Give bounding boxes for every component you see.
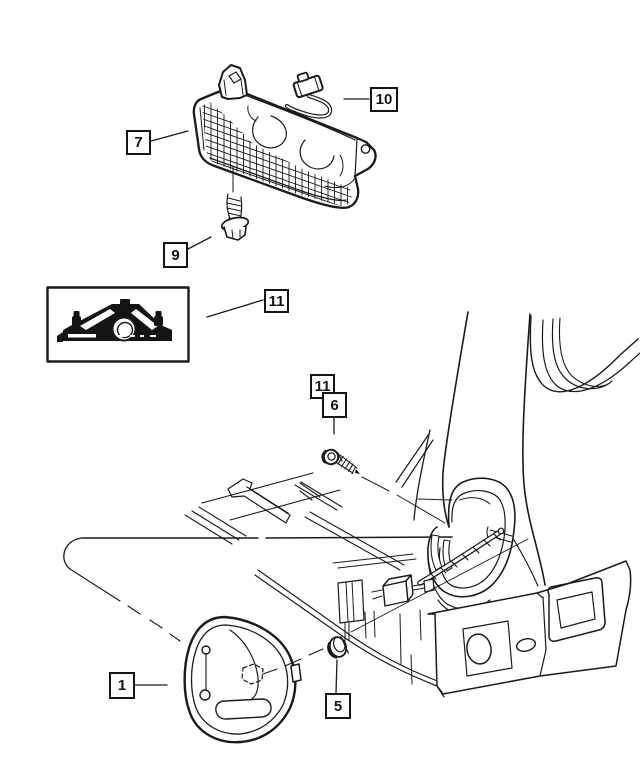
callout-10[interactable]: 10: [370, 87, 398, 112]
wire-connector-art: [292, 71, 324, 99]
callout-5-label: 5: [333, 697, 343, 715]
callout-1[interactable]: 1: [109, 672, 135, 699]
callout-11-bracket-label: 11: [268, 292, 285, 310]
callout-6[interactable]: 6: [322, 392, 347, 418]
lamp-wire-art: [284, 93, 333, 119]
lamp-bracket-tab: [218, 64, 248, 100]
callout-1-label: 1: [117, 677, 127, 694]
lamp-screw-art: [220, 165, 250, 241]
callout-11-bracket[interactable]: 11: [264, 289, 289, 313]
license-bracket-box-art: [46, 286, 190, 363]
leader-lines: [134, 98, 370, 694]
vehicle-body-art: [63, 311, 640, 698]
callout-10-label: 10: [375, 91, 393, 108]
callout-7[interactable]: 7: [126, 130, 151, 155]
callout-5[interactable]: 5: [325, 693, 351, 719]
rear-bumper-art: [427, 560, 632, 695]
callout-6-label: 6: [330, 396, 339, 414]
callout-7-label: 7: [134, 134, 143, 151]
floor-ribs: [184, 472, 405, 571]
tail-lamp-art: [183, 615, 324, 744]
harness-connector-art: [371, 574, 435, 607]
callout-9-label: 9: [171, 246, 180, 264]
callout-11-label: 11: [314, 378, 331, 395]
callout-9[interactable]: 9: [163, 242, 188, 268]
high-mount-stop-lamp-art: [192, 64, 377, 209]
tail-lamp-pocket-art: [427, 477, 539, 616]
mounting-screw-art: [321, 448, 446, 524]
grommet-nut-art: [327, 635, 349, 659]
harness-rope-art: [417, 527, 505, 586]
